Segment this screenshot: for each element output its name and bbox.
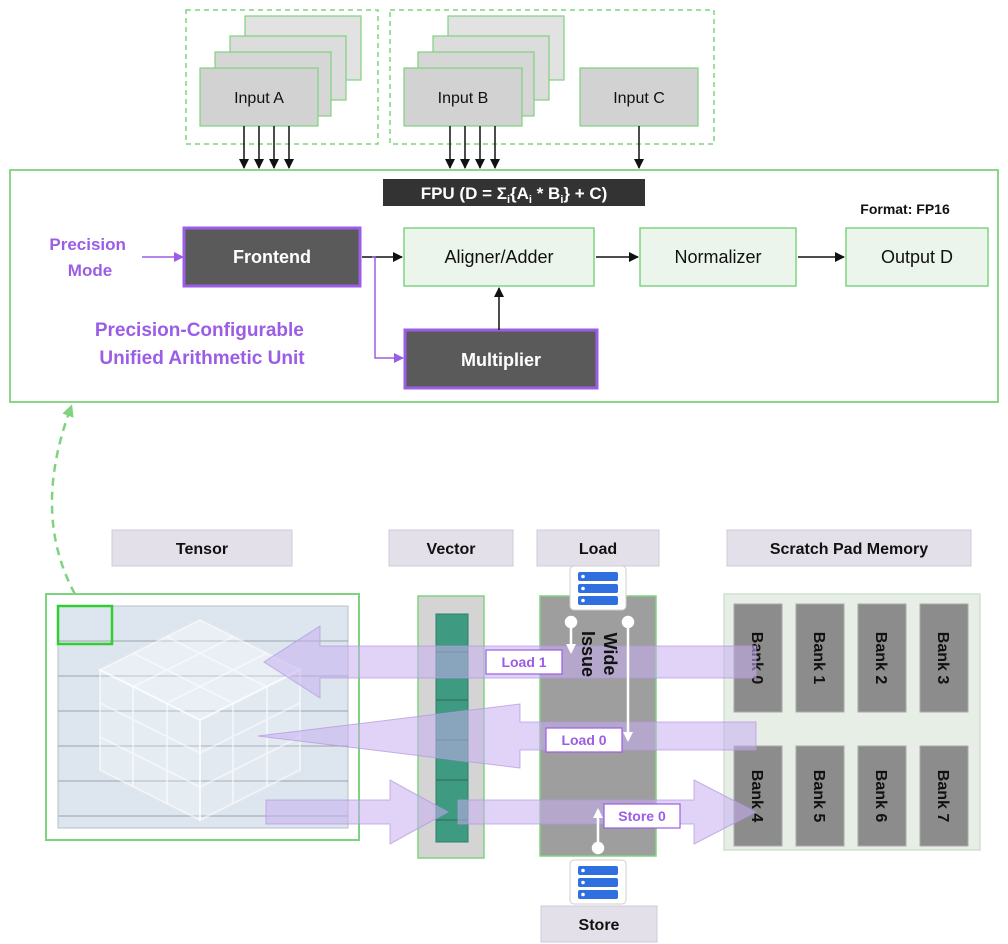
bank-4-label: Bank 4: [748, 770, 765, 823]
load-1-label: Load 1: [501, 654, 546, 670]
precision-mode-label: Precision Mode: [49, 235, 130, 280]
normalizer-block: [639, 227, 797, 287]
spm-header-label: Scratch Pad Memory: [770, 541, 928, 558]
load-database-icon: [569, 565, 627, 611]
store-database-icon: [569, 859, 627, 905]
load-0-flow-arrow: [257, 703, 757, 769]
store-header-label: Store: [579, 917, 620, 934]
vector-header-label: Vector: [427, 541, 476, 558]
input-b-stack: Input B: [403, 15, 565, 127]
bank-7-label: Bank 7: [934, 770, 951, 823]
bank-6: [857, 745, 907, 847]
load-header-label: Load: [579, 541, 617, 558]
input-a-stack: Input A: [199, 15, 362, 127]
input-b-label: Input B: [438, 90, 489, 107]
normalizer-label: Normalizer: [674, 247, 761, 267]
load-1-tag: [485, 649, 563, 675]
output-d-label: Output D: [881, 247, 953, 267]
vector-header: [388, 529, 514, 567]
fpu-title-bg: [383, 179, 645, 206]
input-c-label: Input C: [613, 90, 665, 107]
input-a-box: [199, 67, 319, 127]
bank-2-label: Bank 2: [872, 632, 889, 685]
wide-issue-line-2: Issue: [578, 631, 598, 677]
bank-6-label: Bank 6: [872, 770, 889, 823]
load-0-label: Load 0: [561, 732, 606, 748]
multiplier-label: Multiplier: [461, 350, 541, 370]
frontend-label: Frontend: [233, 247, 311, 267]
fpu-dataflow-arrows: [362, 252, 845, 330]
wide-issue-line-1: Wide: [600, 633, 620, 676]
bank-2: [857, 603, 907, 713]
load-0-tag: [545, 727, 623, 753]
issue-arrows: [564, 615, 635, 855]
fpu-title: FPU (D = Σi{Ai * Bi} + C): [421, 184, 608, 206]
bank-1: [795, 603, 845, 713]
frontend-block: [182, 226, 362, 288]
aligner-adder-label: Aligner/Adder: [444, 247, 553, 267]
spm-header: [726, 529, 972, 567]
format-label: Format: FP16: [860, 201, 950, 217]
bank-4: [733, 745, 783, 847]
input-group-a-frame: [185, 9, 379, 145]
input-a-arrows: [239, 126, 294, 169]
bank-5: [795, 745, 845, 847]
tensor-to-fpu-link: [50, 404, 84, 607]
tensor-header: [111, 529, 293, 567]
store-header: [540, 905, 658, 943]
fpu-frame: [9, 169, 999, 403]
unit-caption: Precision-Configurable Unified Arithmeti…: [95, 320, 309, 369]
input-group-bc-frame: [389, 9, 715, 145]
store-0-label: Store 0: [618, 808, 666, 824]
bank-3: [919, 603, 969, 713]
bank-1-label: Bank 1: [810, 632, 827, 685]
input-b-box: [403, 67, 523, 127]
aligner-adder-block: [403, 227, 595, 287]
output-d-block: [845, 227, 989, 287]
tensor-header-label: Tensor: [176, 541, 228, 558]
cube-watermark-icon: [97, 618, 303, 822]
store-0-flow-arrow: [265, 779, 450, 845]
multiplier-block: [403, 328, 599, 390]
load-header: [536, 529, 660, 567]
frontend-to-multiplier-arrow: [372, 256, 404, 363]
bank-7: [919, 745, 969, 847]
input-c-box: [579, 67, 699, 127]
input-a-label: Input A: [234, 90, 284, 107]
store-0-tag: [603, 803, 681, 829]
bank-3-label: Bank 3: [934, 632, 951, 685]
bank-5-label: Bank 5: [810, 770, 827, 823]
input-b-arrows: [445, 126, 500, 169]
tensor-selected-cell: [56, 604, 114, 646]
